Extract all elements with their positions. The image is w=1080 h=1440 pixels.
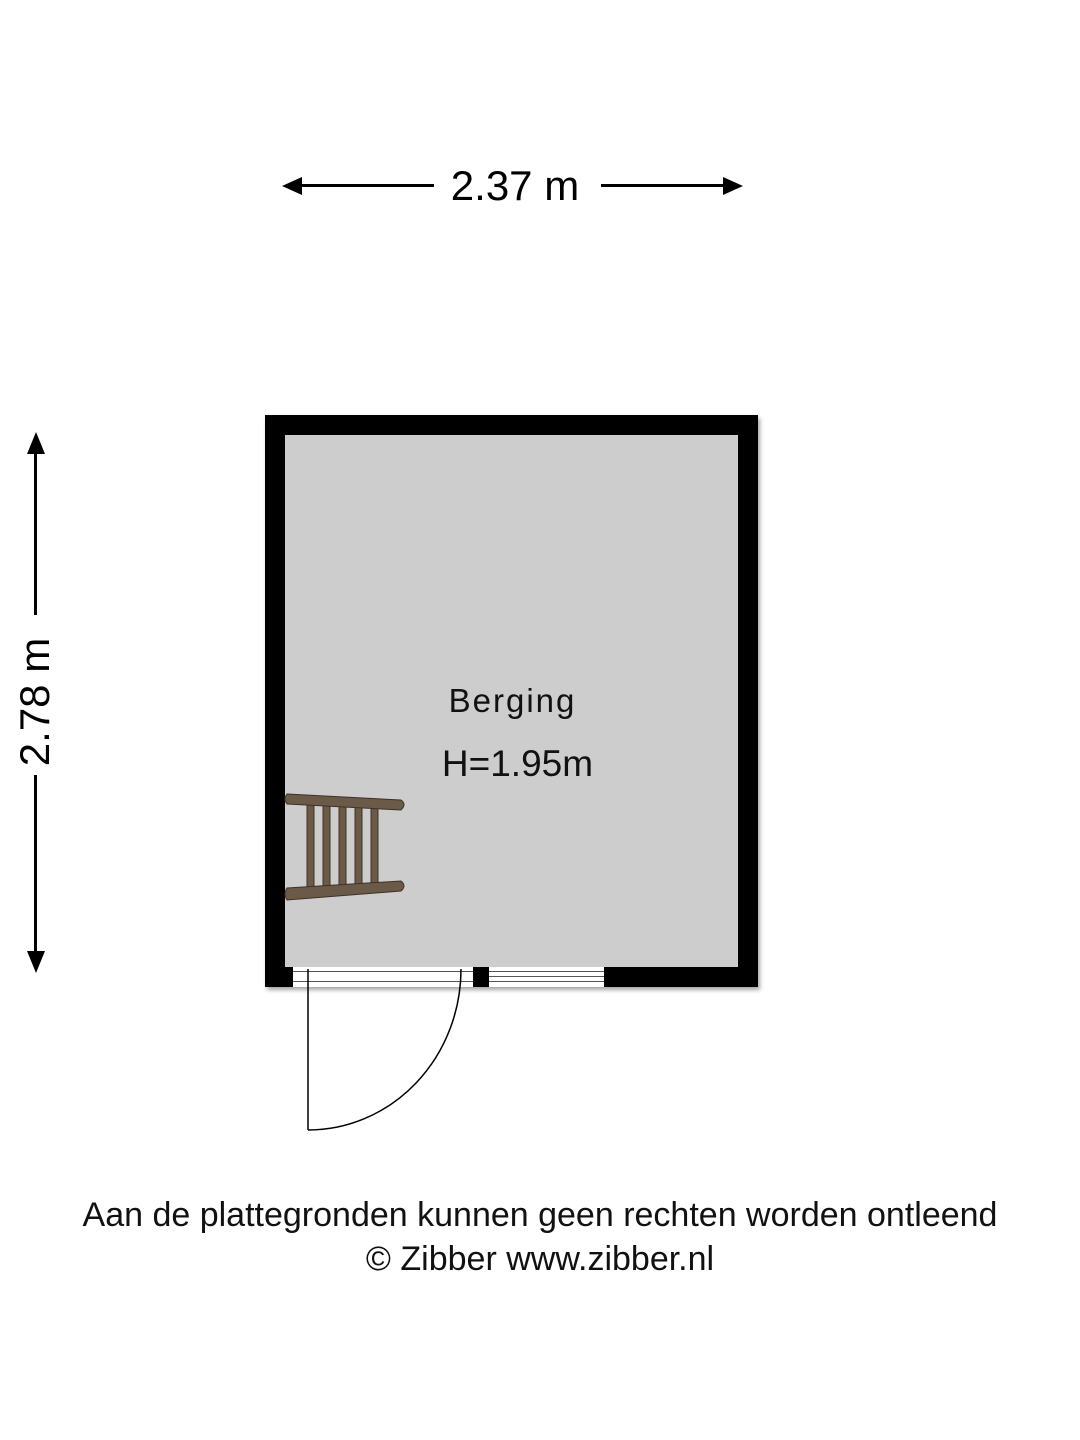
dimension-line-left: [294, 184, 434, 187]
width-dimension-label: 2.37 m: [450, 162, 580, 209]
window-pane-line: [489, 971, 604, 972]
window-opening: [489, 967, 604, 987]
dimension-line-top: [34, 445, 37, 615]
arrow-right-icon: [723, 177, 743, 195]
door-frame-line: [293, 981, 473, 982]
door-frame-line: [293, 971, 473, 972]
window-pane-line: [489, 981, 604, 982]
ladder-icon: [284, 793, 405, 901]
arrow-down-icon: [27, 951, 45, 973]
room-name: Berging: [448, 682, 577, 719]
dimension-line-bottom: [34, 775, 37, 960]
door-opening: [293, 967, 473, 987]
disclaimer-text: Aan de plattegronden kunnen geen rechten…: [82, 1196, 998, 1234]
arrow-left-icon: [282, 177, 302, 195]
window-pane-line: [489, 976, 604, 977]
door-swing-icon: [307, 968, 462, 1131]
room-height-label: H=1.95m: [441, 743, 594, 784]
depth-dimension: 2.78 m: [10, 430, 60, 975]
depth-dimension-label: 2.78 m: [11, 637, 58, 767]
arrow-up-icon: [27, 432, 45, 454]
dimension-line-right: [601, 184, 731, 187]
footer: Aan de plattegronden kunnen geen rechten…: [0, 1193, 1080, 1281]
width-dimension: 2.37 m: [280, 160, 745, 210]
copyright-text: © Zibber www.zibber.nl: [365, 1240, 715, 1278]
